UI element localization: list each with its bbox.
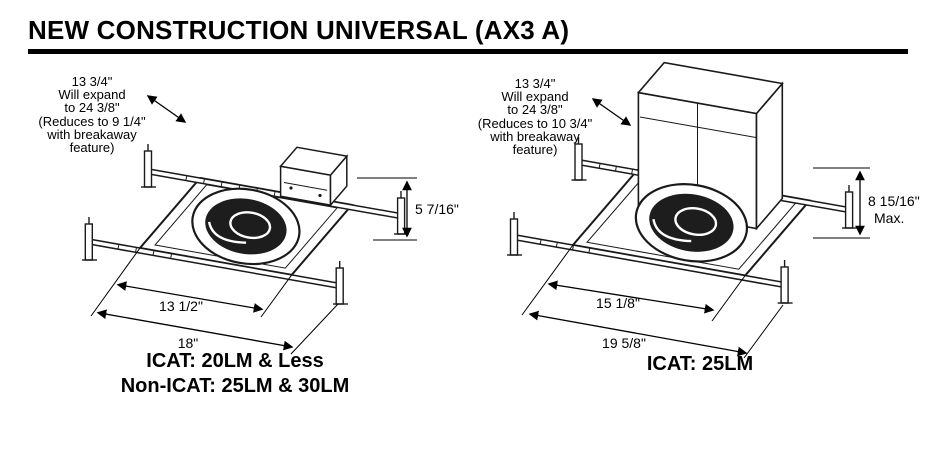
caption-line: Non-ICAT: 25LM & 30LM — [120, 375, 350, 397]
aperture-ring — [634, 183, 749, 263]
annotation-line: feature) — [70, 140, 115, 155]
hanger-bar-back — [141, 144, 409, 235]
caption-left: ICAT: 20LM & Less Non-ICAT: 25LM & 30LM — [25, 349, 445, 399]
annotation-line: 13 3/4" — [515, 76, 556, 91]
hanger-bar-front — [82, 217, 348, 305]
junction-box — [279, 146, 349, 208]
caption-right: ICAT: 25LM — [470, 352, 930, 377]
housing-drawing-right: 13 3/4" Will expand to 24 3/8" (Reduces … — [478, 61, 920, 359]
expansion-arrow — [591, 98, 632, 126]
height-dimension: 5 7/16" — [357, 177, 459, 241]
nailer-bracket — [571, 137, 587, 181]
hanger-bar-front — [507, 212, 793, 304]
nailer-bracket — [141, 144, 156, 188]
caption-line: ICAT: 25LM — [646, 353, 754, 375]
nailer-bracket — [842, 185, 857, 229]
inner-width-label: 13 1/2" — [159, 298, 203, 314]
height-dimension: 8 15/16" Max. — [813, 167, 920, 239]
figure-icat-25lm: 13 3/4" Will expand to 24 3/8" (Reduces … — [468, 55, 935, 375]
annotation-line: (Reduces to 9 1/4" — [38, 114, 146, 129]
height-dimension-label: 8 15/16" — [868, 193, 920, 209]
annotation-line: with breakaway — [489, 129, 580, 144]
annotation-line: to 24 3/8" — [507, 102, 563, 117]
width-dimension-inner: 15 1/8" — [521, 244, 746, 322]
nailer-bracket — [82, 217, 97, 261]
caption-line: ICAT: 20LM & Less — [146, 350, 324, 372]
inner-width-label: 15 1/8" — [596, 295, 640, 311]
page-title: NEW CONSTRUCTION UNIVERSAL (AX3 A) — [28, 15, 570, 45]
annotation-line: (Reduces to 10 3/4" — [478, 116, 593, 131]
outer-width-label: 19 5/8" — [602, 335, 646, 351]
bar-slot-ticks — [539, 239, 591, 254]
bar-slot-ticks — [117, 244, 173, 259]
annotation-line: to 24 3/8" — [64, 100, 120, 115]
height-dimension-label: 5 7/16" — [415, 201, 459, 217]
aperture-ring — [191, 187, 301, 266]
annotation-line: Will expand — [58, 87, 125, 102]
bar-slot-ticks — [598, 163, 634, 175]
title-rule — [28, 49, 908, 54]
nailer-bracket — [777, 260, 793, 304]
expansion-annotation: 13 3/4" Will expand to 24 3/8" (Reduces … — [38, 74, 146, 155]
outer-width-label: 18" — [178, 335, 199, 351]
annotation-line: Will expand — [501, 89, 568, 104]
expansion-arrow — [146, 95, 187, 123]
nailer-bracket — [507, 212, 522, 256]
width-dimension-outer: 18" — [96, 303, 339, 355]
expansion-annotation: 13 3/4" Will expand to 24 3/8" (Reduces … — [478, 76, 593, 157]
annotation-line: 13 3/4" — [72, 74, 113, 89]
figure-icat-20lm: 13 3/4" Will expand to 24 3/8" (Reduces … — [25, 58, 470, 375]
height-dimension-note: Max. — [874, 210, 904, 226]
annotation-line: with breakaway — [46, 127, 137, 142]
nailer-bracket — [333, 261, 348, 305]
width-dimension-outer: 19 5/8" — [528, 304, 784, 359]
housing-drawing-left: 13 3/4" Will expand to 24 3/8" (Reduces … — [38, 74, 459, 355]
annotation-line: feature) — [513, 142, 558, 157]
